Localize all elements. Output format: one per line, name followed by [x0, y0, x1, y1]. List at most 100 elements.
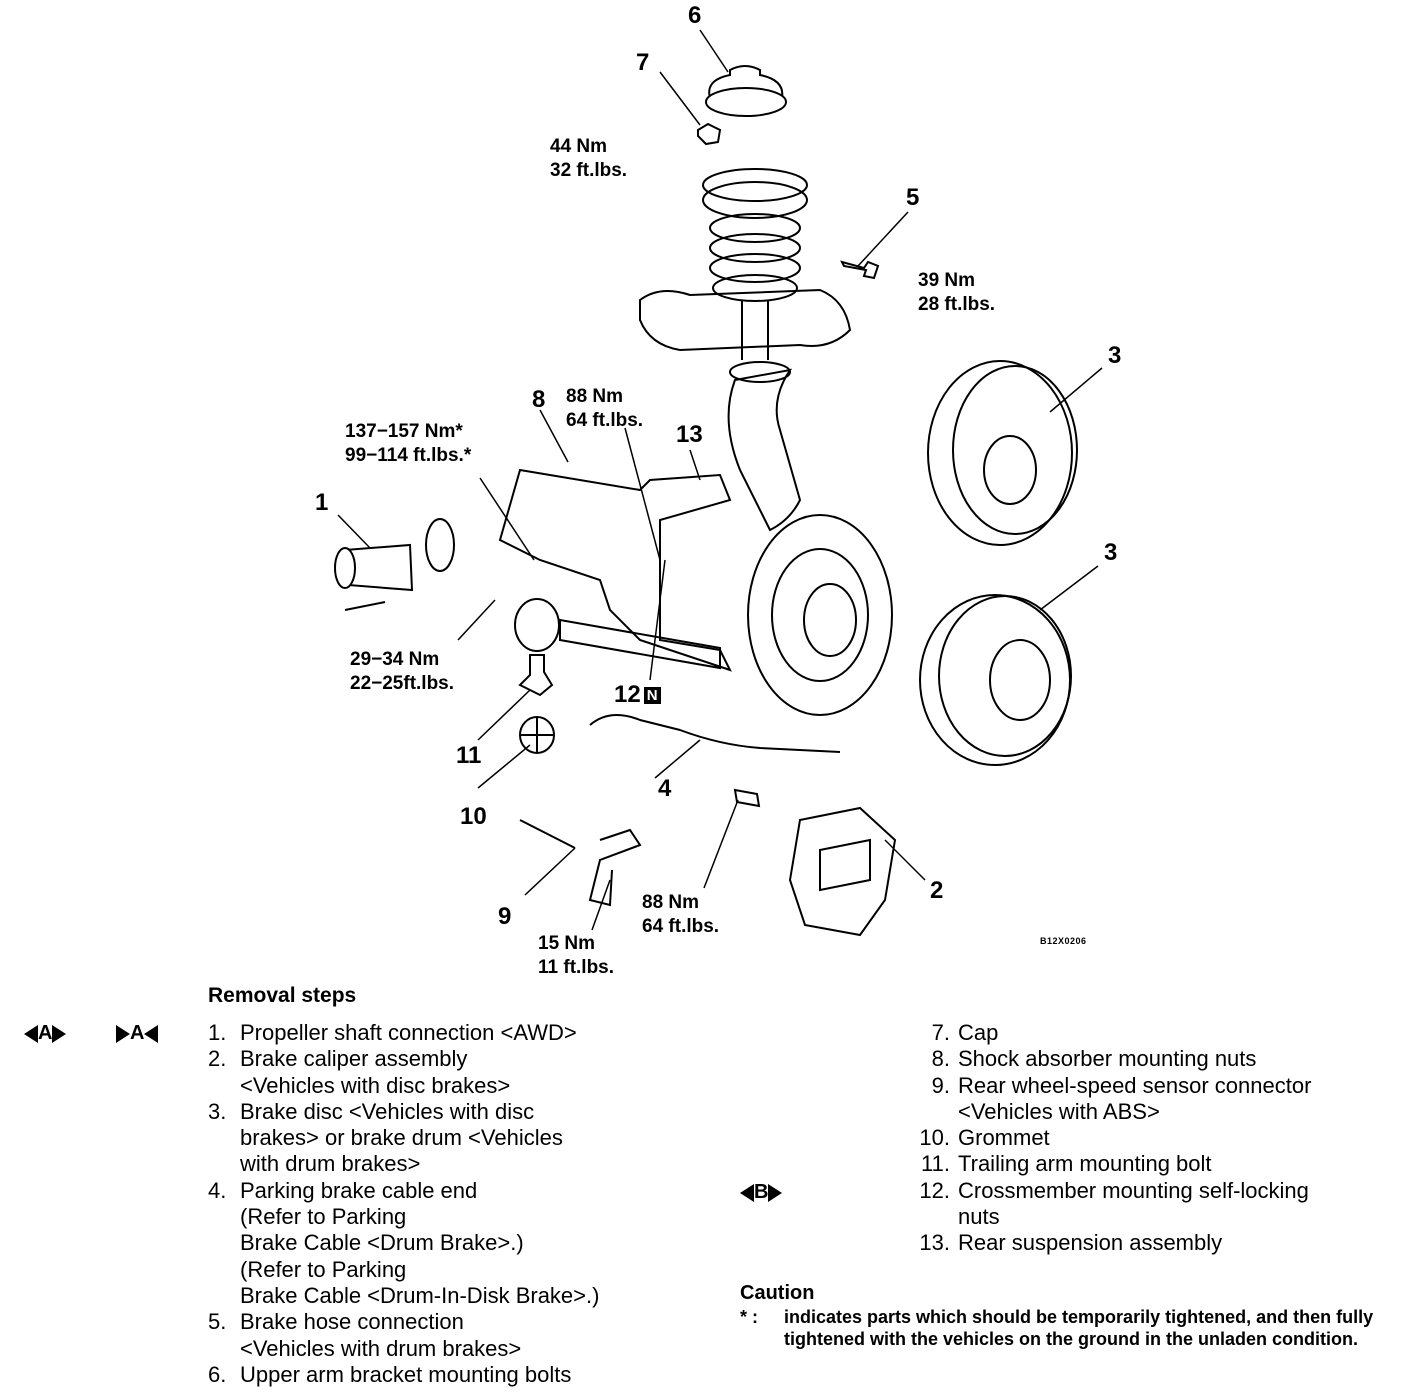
removal-step: 1. Propeller shaft connection <AWD> [208, 1020, 708, 1046]
torque-ftlbs: 32 ft.lbs. [550, 160, 628, 181]
torque-nm: 15 Nm [538, 933, 596, 954]
step-text-line: Trailing arm mounting bolt [958, 1151, 1212, 1177]
torque-nm: 29−34 Nm [350, 649, 440, 670]
callout-2: 2 [930, 877, 944, 904]
removal-steps-heading: Removal steps [208, 984, 357, 1007]
service-tag-a-removal: A [24, 1021, 67, 1045]
step-text-line: <Vehicles with drum brakes> [240, 1335, 522, 1361]
right-arrow-icon [768, 1183, 783, 1202]
torque-ftlbs: 11 ft.lbs. [538, 957, 615, 978]
step-text-line: brakes> or brake drum <Vehicles [240, 1125, 563, 1151]
removal-step: 6. Upper arm bracket mounting bolts [208, 1362, 708, 1388]
callout-13: 13 [676, 421, 703, 448]
bushing-part [514, 598, 560, 652]
caution-heading: Caution [740, 1282, 815, 1304]
brake-hose-part [519, 819, 642, 907]
step-number: 7. [931, 1020, 950, 1045]
service-tag-b-removal: B [740, 1180, 783, 1204]
step-number: 6. [208, 1361, 227, 1387]
step-text-line: Shock absorber mounting nuts [958, 1046, 1257, 1072]
step-text-line: Parking brake cable end [240, 1177, 478, 1203]
removal-steps-list-left: 1. Propeller shaft connection <AWD>2.Brak… [208, 1020, 708, 1388]
step-text-line: with drum brakes> [240, 1151, 421, 1177]
torque-ftlbs: 22−25ft.lbs. [350, 673, 455, 694]
callout-6: 5 [906, 184, 920, 211]
upper-arm-bolt-part [840, 260, 880, 280]
trailing-arm-part [559, 618, 721, 670]
removal-step: 5.Brake hose connection<Vehicles with dr… [208, 1309, 708, 1362]
step-number: 8. [931, 1046, 950, 1072]
torque-trailing-arm-bolt: 137−157 Nm* 99−114 ft.lbs.* [345, 420, 471, 468]
step-text-line: (Refer to Parking [240, 1204, 407, 1230]
step-number: 1. [208, 1020, 227, 1045]
shock-spring-assembly [702, 168, 808, 383]
callout-3-drum: 3 [1108, 342, 1122, 369]
step-number: 3. [208, 1098, 227, 1124]
brake-disc-part [919, 594, 1072, 766]
propeller-shaft-part [334, 518, 455, 611]
service-tag-a-label: A [38, 1022, 53, 1044]
parking-brake-cable-part [589, 714, 841, 753]
step-text-line: Cap [958, 1020, 999, 1045]
torque-ftlbs: 64 ft.lbs. [566, 410, 644, 431]
torque-shock-nuts: 44 Nm 32 ft.lbs. [550, 135, 627, 183]
brake-caliper-part [788, 806, 897, 937]
step-text-line: <Vehicles with disc brakes> [240, 1072, 511, 1098]
service-tag-b-label: B [754, 1181, 769, 1203]
callout-1: 1 [315, 489, 329, 516]
leader-lines [337, 29, 1103, 931]
removal-step: 4. Parking brake cable end(Refer to Parki… [208, 1178, 708, 1309]
step-text-line: Brake Cable <Drum Brake>.) [240, 1230, 524, 1256]
step-text-line: nuts [958, 1204, 1000, 1230]
removal-step: 9.Rear wheel-speed sensor connector<Vehi… [910, 1073, 1400, 1126]
hub-disc-part [747, 514, 893, 716]
left-arrow-icon [24, 1024, 38, 1043]
grommet-part [519, 716, 555, 754]
caution-text: indicates parts which should be temporar… [784, 1307, 1374, 1349]
removal-step: 7. Cap [910, 1020, 1400, 1046]
rear-suspension-exploded-diagram [334, 29, 1103, 937]
caliper-bolt-part [733, 788, 761, 808]
step-text-line: Brake caliper assembly [240, 1046, 468, 1072]
left-arrow-icon [144, 1024, 159, 1043]
knuckle-arm-part [727, 368, 802, 532]
callout-12-number: 12 [614, 681, 641, 708]
torque-brake-hose: 15 Nm 11 ft.lbs. [538, 932, 614, 980]
step-text-line: Propeller shaft connection <AWD> [240, 1020, 577, 1045]
callout-11: 11 [456, 742, 482, 769]
right-arrow-icon [52, 1024, 67, 1043]
mounting-nut-part [697, 122, 722, 146]
removal-step: 13.Rear suspension assembly [910, 1230, 1400, 1256]
torque-propeller-shaft: 29−34 Nm 22−25ft.lbs. [350, 648, 454, 696]
step-text-line: Grommet [958, 1125, 1050, 1151]
torque-ftlbs: 28 ft.lbs. [918, 294, 996, 315]
torque-caliper-bolts: 88 Nm 64 ft.lbs. [642, 891, 719, 939]
step-number: 11. [921, 1151, 950, 1177]
step-number: 10. [919, 1125, 950, 1151]
removal-step: 10. Grommet [910, 1125, 1400, 1151]
removal-step: 2.Brake caliper assembly<Vehicles with d… [208, 1046, 708, 1099]
torque-nm: 88 Nm [566, 386, 624, 407]
step-text-line: Rear wheel-speed sensor connector [958, 1072, 1312, 1098]
step-text-line: Brake disc <Vehicles with disc [240, 1098, 535, 1124]
callout-5: 9 [498, 903, 512, 930]
step-text-line: Upper arm bracket mounting bolts [240, 1361, 572, 1387]
callout-7: 6 [688, 2, 702, 29]
new-part-badge: N [643, 687, 661, 704]
step-number: 4. [208, 1177, 227, 1203]
torque-ftlbs: 64 ft.lbs. [642, 916, 720, 937]
crossmember-part [498, 468, 732, 672]
callout-10: 10 [460, 803, 487, 830]
step-text-line: Brake Cable <Drum-In-Disk Brake>.) [240, 1282, 600, 1308]
callout-3-disc: 3 [1104, 539, 1118, 566]
upper-arm-part [639, 288, 852, 352]
step-text-line: Rear suspension assembly [958, 1230, 1223, 1256]
trailing-arm-bolt-part [518, 654, 554, 697]
service-tag-a-label: A [130, 1022, 145, 1044]
torque-ftlbs: 99−114 ft.lbs.* [345, 445, 472, 466]
step-number: 5. [208, 1309, 227, 1335]
